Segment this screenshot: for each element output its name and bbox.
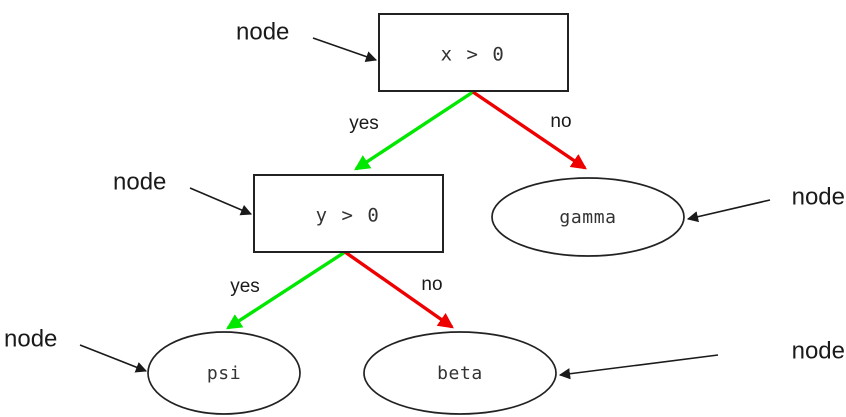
annotation-group: node node node node node <box>4 18 845 380</box>
edge-group: yes no yes no <box>226 90 587 330</box>
node-psi-ellipse <box>147 331 301 415</box>
edge-inner-no-label: no <box>421 274 442 295</box>
edge-inner-no-line <box>344 250 454 329</box>
node-inner-rect <box>253 174 444 253</box>
edge-root-no[interactable]: no <box>472 90 587 170</box>
node-inner[interactable]: y > 0 <box>253 174 444 253</box>
annotation-psi: node <box>4 325 148 373</box>
node-beta-ellipse <box>363 331 557 415</box>
annotation-gamma: node <box>686 183 845 223</box>
node-gamma-ellipse <box>491 177 685 257</box>
annotation-psi-leader <box>79 344 148 373</box>
node-psi[interactable]: psi <box>147 331 301 415</box>
edge-root-no-label: no <box>550 111 571 132</box>
edge-inner-yes[interactable]: yes <box>226 250 346 330</box>
annotation-inner: node <box>113 168 253 216</box>
node-beta[interactable]: beta <box>363 331 557 415</box>
annotation-psi-label: node <box>4 325 57 352</box>
edge-root-yes-line <box>354 90 474 171</box>
node-beta-label: beta <box>437 363 483 384</box>
edge-root-yes[interactable]: yes <box>349 90 474 171</box>
annotation-inner-label: node <box>113 168 166 195</box>
annotation-gamma-label: node <box>792 183 845 210</box>
annotation-beta: node <box>558 337 845 380</box>
node-root-rect <box>378 13 569 92</box>
edge-inner-yes-label: yes <box>230 276 260 297</box>
annotation-gamma-leader <box>686 199 771 223</box>
edge-root-no-line <box>472 90 587 170</box>
node-gamma-label: gamma <box>559 207 616 228</box>
edge-inner-yes-line <box>226 250 346 330</box>
edge-root-yes-label: yes <box>349 113 379 134</box>
annotation-beta-label: node <box>792 337 845 364</box>
node-root[interactable]: x > 0 <box>378 13 569 92</box>
annotation-inner-leader <box>189 187 253 216</box>
edge-inner-no[interactable]: no <box>344 250 454 329</box>
annotation-root: node <box>236 18 378 62</box>
node-gamma[interactable]: gamma <box>491 177 685 257</box>
annotation-beta-leader <box>558 354 719 380</box>
node-inner-label: y > 0 <box>316 205 381 227</box>
annotation-root-label: node <box>236 18 289 45</box>
node-group: x > 0 y > 0 gamma psi beta <box>147 13 685 415</box>
node-psi-label: psi <box>207 363 241 384</box>
annotation-root-leader <box>312 37 378 62</box>
node-root-label: x > 0 <box>441 44 506 66</box>
